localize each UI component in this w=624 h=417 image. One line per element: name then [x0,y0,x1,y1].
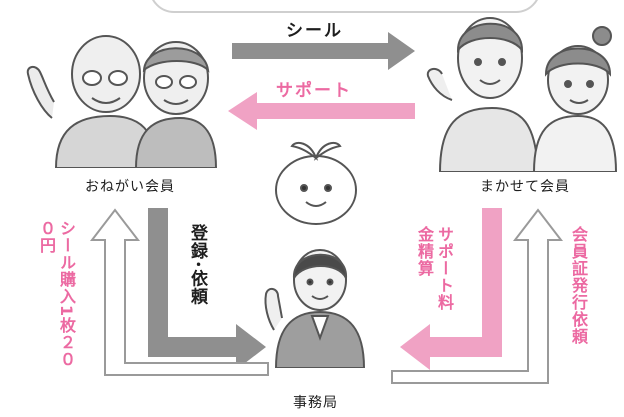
settlement-arrow [400,208,502,370]
seal-label: シール [286,21,343,41]
top-banner-edge [152,0,538,13]
card-request-arrow [391,208,564,384]
card-request-label: 会員証発行依頼 [569,226,588,345]
settlement-label: サポート料金精算 [415,226,454,311]
mascot-icon [275,141,357,225]
office-staff-icon [264,249,366,368]
registration-arrow [148,208,266,370]
helper-couple-icon [426,17,618,172]
makase-member-label: まかせて会員 [480,179,570,195]
purchase-label: シール購入1枚２００円 [37,220,76,369]
purchase-arrow [89,208,269,376]
office-label: 事務局 [293,395,338,411]
elderly-couple-icon [26,35,218,168]
support-label: サポート [276,81,352,101]
support-arrow [228,92,415,130]
seal-arrow [232,32,415,70]
onegai-member-label: おねがい会員 [85,179,175,195]
registration-label: 登録･依頼 [187,224,207,306]
